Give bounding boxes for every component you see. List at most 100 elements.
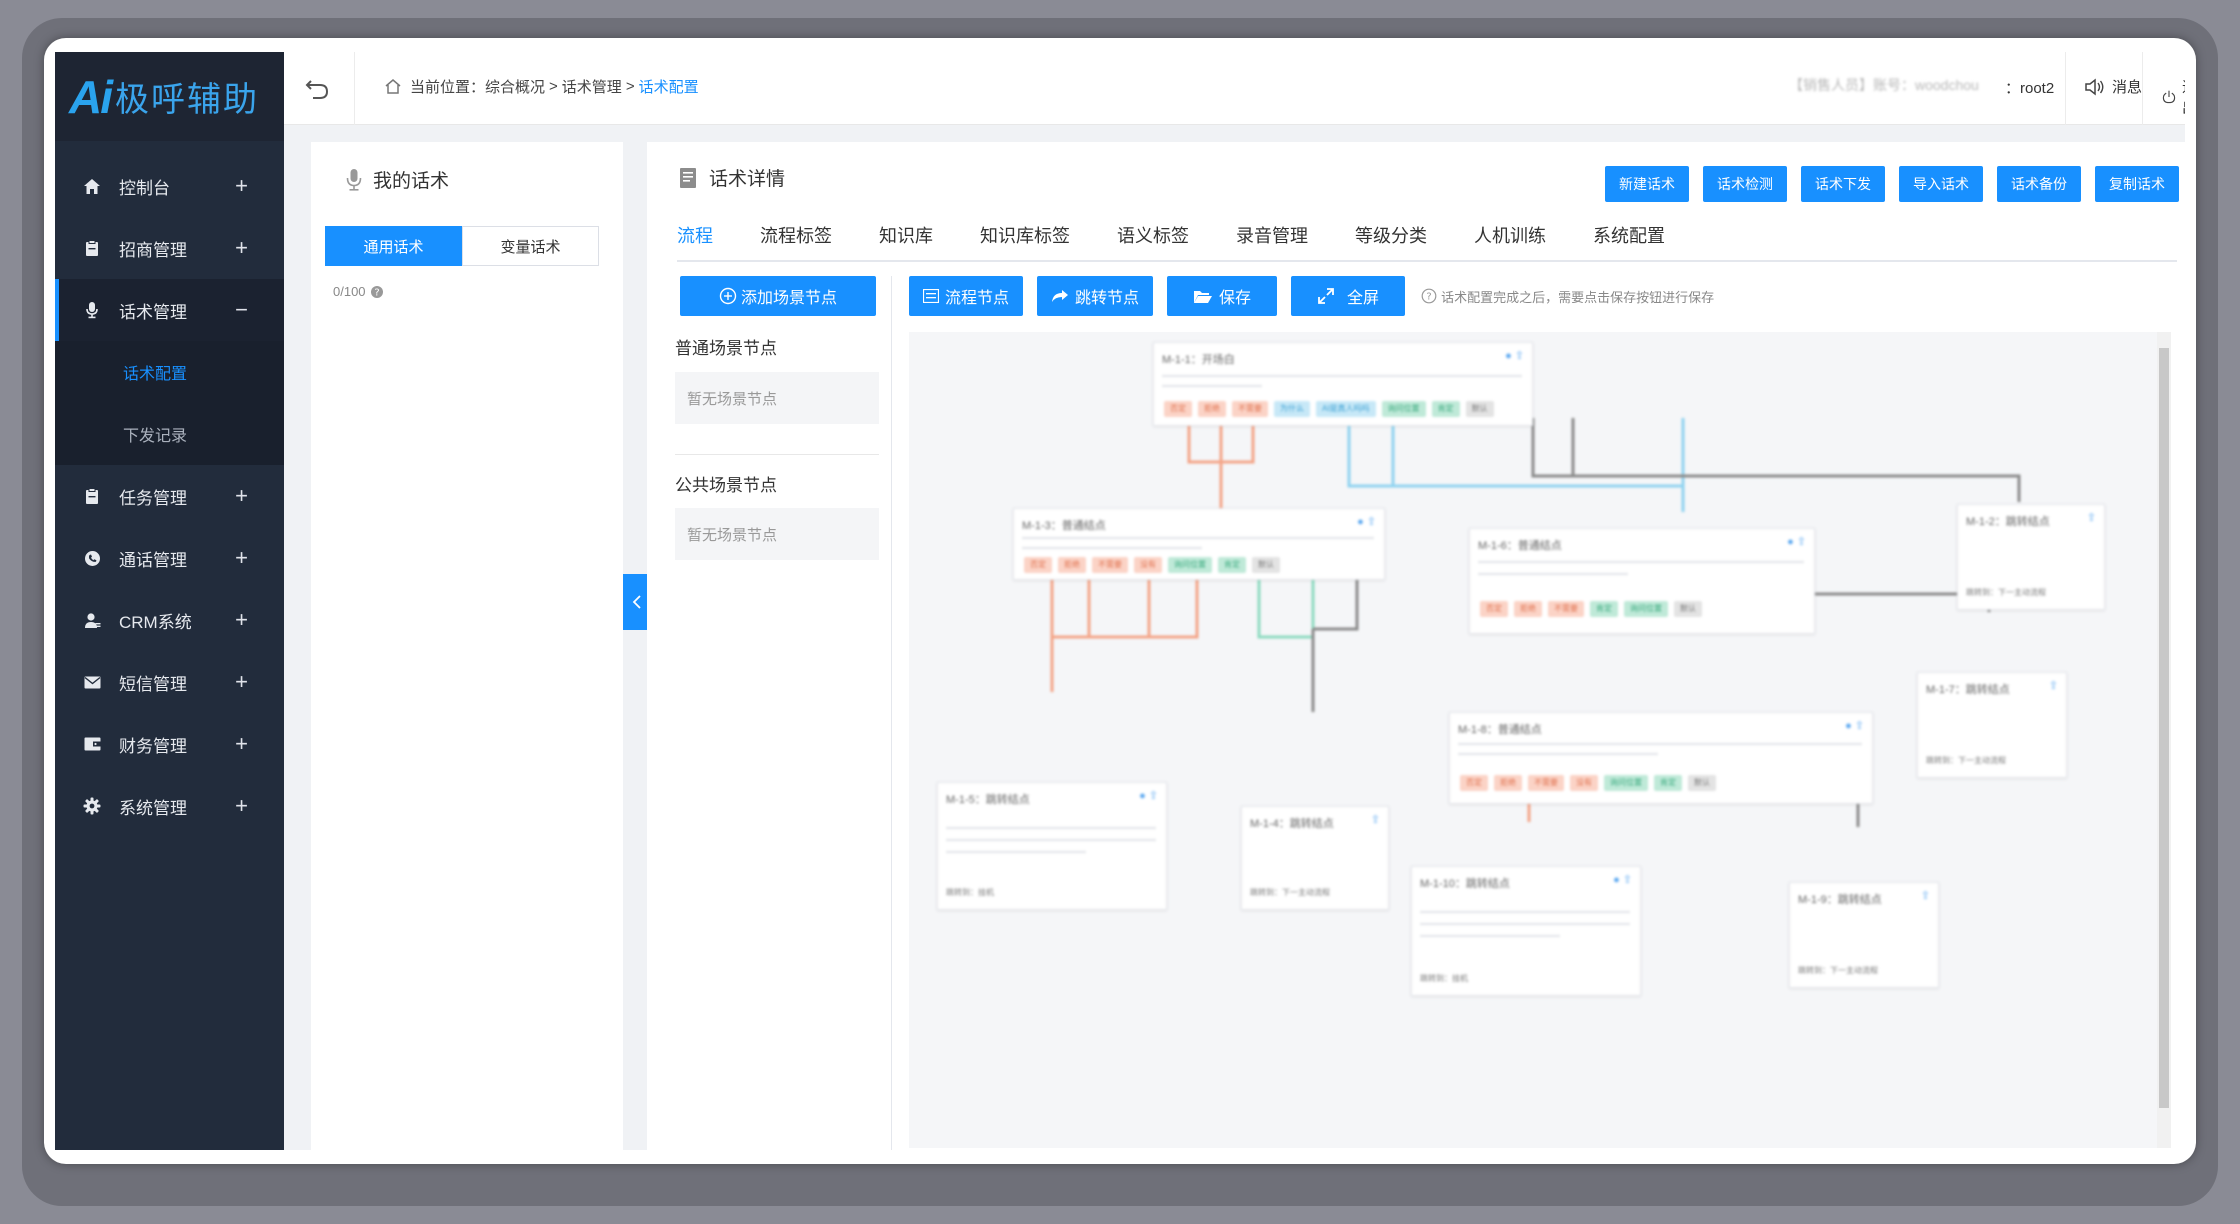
add-scene-node-button[interactable]: 添加场景节点 — [680, 276, 876, 316]
sidebar-menu: 控制台 + 招商管理 + 话术管理 − 话术配置 下发记录 任务管理 + — [55, 155, 284, 837]
sidebar-item-calls[interactable]: 通话管理 + — [55, 527, 284, 589]
sidebar-item-system[interactable]: 系统管理 + — [55, 775, 284, 837]
node-action-icons[interactable]: ⇪ — [2048, 680, 2058, 692]
user-name[interactable]: ：root2 — [2005, 80, 2055, 97]
panel-title: 话术详情 — [709, 169, 786, 190]
expand-icon: + — [235, 669, 248, 694]
save-tip-text: 话术配置完成之后，需要点击保存按钮进行保存 — [1441, 289, 1715, 305]
collapse-icon: − — [235, 297, 248, 322]
node-action-icons[interactable]: ⇪ — [2086, 512, 2096, 524]
breadcrumb-item[interactable]: 话术管理 — [561, 79, 622, 96]
tab-level-classes[interactable]: 等级分类 — [1355, 226, 1427, 246]
top-separator — [354, 52, 355, 125]
sidebar-subitem-script-config[interactable]: 话术配置 — [123, 366, 188, 383]
sidebar-item-merchants[interactable]: 招商管理 + — [55, 217, 284, 279]
tab-flow[interactable]: 流程 — [677, 226, 713, 246]
flow-node[interactable]: M-1-7：跳转结点 ⇪ 跳转到：下一主动流程 — [1917, 672, 2067, 778]
svg-text:?: ? — [1426, 292, 1431, 303]
node-action-icons[interactable]: ● ⇪ — [1845, 720, 1864, 732]
tab-general-scripts[interactable]: 通用话术 — [325, 226, 462, 266]
flow-node[interactable]: M-1-10：跳转结点 ● ⇪ 跳转到：挂机 — [1411, 866, 1641, 996]
flow-node-button[interactable]: 流程节点 — [909, 276, 1024, 316]
tab-variable-scripts[interactable]: 变量话术 — [462, 226, 599, 266]
microphone-icon — [346, 168, 362, 191]
tab-recordings[interactable]: 录音管理 — [1236, 226, 1308, 246]
svg-text:?: ? — [374, 287, 379, 298]
node-action-icons[interactable]: ⇪ — [1920, 890, 1930, 902]
flow-node[interactable]: M-1-2：跳转结点 ⇪ 跳转到：下一主动流程 — [1957, 504, 2105, 610]
tab-semantic-tags[interactable]: 语义标签 — [1117, 226, 1189, 246]
expand-icon: + — [235, 607, 248, 632]
flow-canvas[interactable]: M-1-1：开场白 ● ⇪ 否定 拒绝 不需要 为什么 AI是真人吗吗 询问位置… — [909, 332, 2171, 1148]
node-action-icons[interactable]: ● ⇪ — [1613, 874, 1632, 886]
intent-chip: 默认 — [1465, 401, 1494, 417]
breadcrumb-item[interactable]: 综合概况 — [485, 79, 546, 96]
flow-diagram: M-1-1：开场白 ● ⇪ 否定 拒绝 不需要 为什么 AI是真人吗吗 询问位置… — [909, 332, 2171, 1148]
node-action-icons[interactable]: ● ⇪ — [1357, 516, 1376, 528]
node-text-line — [1420, 911, 1630, 913]
intent-chip: AI是真人吗吗 — [1316, 401, 1376, 417]
flow-node[interactable]: M-1-6：普通结点 ● ⇪ 否定 拒绝 不需要 肯定 询问位置 默认 — [1469, 528, 1815, 634]
node-text-line — [1162, 375, 1522, 377]
tab-knowledge-base[interactable]: 知识库 — [879, 226, 933, 246]
flow-node[interactable]: M-1-3：普通结点 ● ⇪ 否定 拒绝 不需要 没有 询问位置 肯定 默认 — [1013, 508, 1385, 580]
messages-button[interactable]: 消息 — [2084, 76, 2142, 97]
check-script-button[interactable]: 话术检测 — [1703, 166, 1787, 202]
sidebar-item-sms[interactable]: 短信管理 + — [55, 651, 284, 713]
node-action-icons[interactable]: ● ⇪ — [1787, 536, 1806, 548]
my-scripts-title-row: 我的话术 — [345, 166, 449, 193]
sidebar-item-dashboard[interactable]: 控制台 + — [55, 155, 284, 217]
dispatch-script-button[interactable]: 话术下发 — [1801, 166, 1885, 202]
sidebar-item-tasks[interactable]: 任务管理 + — [55, 465, 284, 527]
collapse-panel-button[interactable] — [623, 574, 650, 630]
intent-chip: 否定 — [1024, 557, 1052, 573]
node-text-line — [1420, 935, 1560, 937]
fullscreen-button[interactable]: 全屏 — [1291, 276, 1406, 316]
sidebar-item-crm[interactable]: CRM系统 + — [55, 589, 284, 651]
sidebar-item-finance[interactable]: 财务管理 + — [55, 713, 284, 775]
tab-flow-tags[interactable]: 流程标签 — [760, 226, 832, 246]
node-intent-chips: 否定 拒绝 不需要 没有 询问位置 肯定 默认 — [1460, 775, 1722, 791]
tab-system-config[interactable]: 系统配置 — [1593, 226, 1665, 246]
sidebar-item-label: 系统管理 — [119, 798, 187, 818]
tab-training[interactable]: 人机训练 — [1474, 226, 1546, 246]
script-count: 0/100 ? — [333, 284, 384, 299]
flow-node[interactable]: M-1-4：跳转结点 ⇪ 跳转到：下一主动流程 — [1241, 806, 1389, 910]
backup-script-button[interactable]: 话术备份 — [1997, 166, 2081, 202]
canvas-scrollbar-thumb[interactable] — [2159, 348, 2169, 1108]
save-button[interactable]: 保存 — [1167, 276, 1278, 316]
node-action-icons[interactable]: ● ⇪ — [1139, 790, 1158, 802]
user-account-blurred: 【销售人员】账号：woodchou — [1789, 77, 1979, 93]
folder-open-icon — [1194, 290, 1213, 303]
top-separator — [2065, 52, 2066, 125]
sidebar-subitem-dispatch-log[interactable]: 下发记录 — [123, 428, 188, 445]
flow-node[interactable]: M-1-1：开场白 ● ⇪ 否定 拒绝 不需要 为什么 AI是真人吗吗 询问位置… — [1153, 342, 1533, 426]
intent-chip: 不需要 — [1232, 401, 1268, 417]
back-button[interactable] — [302, 72, 334, 104]
node-action-icons[interactable]: ⇪ — [1370, 814, 1380, 826]
scene-divider — [675, 454, 879, 455]
new-script-button[interactable]: 新建话术 — [1605, 166, 1689, 202]
intent-chip: 没有 — [1134, 557, 1162, 573]
sidebar-item-scripts[interactable]: 话术管理 − — [55, 279, 284, 341]
breadcrumb-separator: > — [625, 78, 635, 95]
copy-script-button[interactable]: 复制话术 — [2095, 166, 2179, 202]
node-action-icons[interactable]: ● ⇪ — [1505, 350, 1524, 362]
flow-node[interactable]: M-1-8：普通结点 ● ⇪ 否定 拒绝 不需要 没有 询问位置 肯定 默认 — [1449, 712, 1873, 804]
app-screen: Ai 极呼辅助 控制台 + 招商管理 + 话术管理 − 话术配置 下发记录 — [55, 52, 2185, 1150]
messages-label: 消息 — [2112, 79, 2143, 96]
jump-node-button[interactable]: 跳转节点 — [1037, 276, 1154, 316]
sidebar-item-label: CRM系统 — [119, 612, 192, 632]
flow-node[interactable]: M-1-5：跳转结点 ● ⇪ 跳转到：挂机 — [937, 782, 1167, 910]
tab-knowledge-tags[interactable]: 知识库标签 — [980, 226, 1070, 246]
breadcrumb-separator: > — [549, 78, 558, 95]
home-icon — [81, 175, 103, 197]
scene-node-column: 添加场景节点 普通场景节点 暂无场景节点 公共场景节点 暂无场景节点 — [647, 276, 892, 1150]
sidebar: Ai 极呼辅助 控制台 + 招商管理 + 话术管理 − 话术配置 下发记录 — [55, 52, 284, 1150]
logout-button[interactable]: 退出 — [2162, 76, 2185, 118]
canvas-scrollbar[interactable] — [2157, 332, 2171, 1148]
speaker-icon — [2085, 77, 2104, 96]
help-icon[interactable]: ? — [370, 285, 384, 299]
import-script-button[interactable]: 导入话术 — [1899, 166, 1983, 202]
flow-node[interactable]: M-1-9：跳转结点 ⇪ 跳转到：下一主动流程 — [1789, 882, 1939, 988]
